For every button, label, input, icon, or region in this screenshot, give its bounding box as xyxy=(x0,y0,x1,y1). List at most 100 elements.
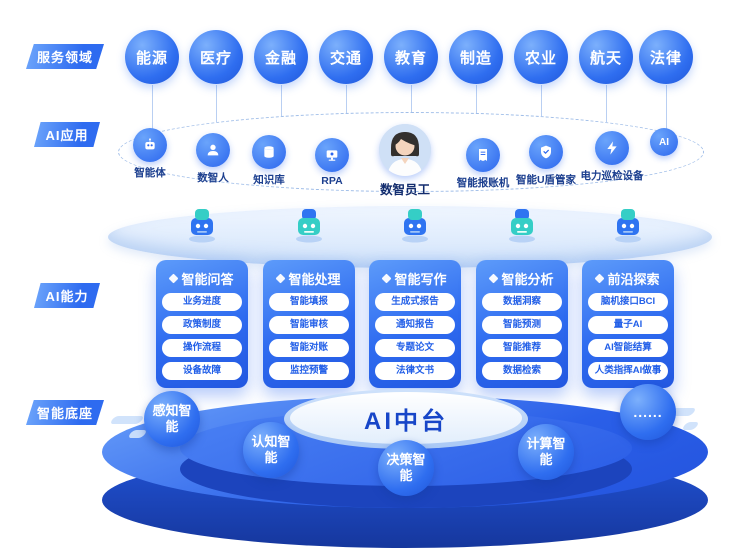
agent-icon xyxy=(133,128,167,162)
app-item-knowledge-base: 知识库 xyxy=(227,135,311,187)
diamond-icon xyxy=(169,273,179,284)
base-node-more: ...... xyxy=(620,384,676,440)
app-label: 智能报账机 xyxy=(456,177,510,189)
platform-edge-accent xyxy=(109,416,145,424)
service-domain-education: 教育 xyxy=(384,30,438,84)
capability-item: 智能对账 xyxy=(269,338,349,357)
capability-item: 量子AI xyxy=(588,315,668,334)
base-node-computing: 计算智能 xyxy=(518,424,574,480)
capability-3d-icon-frontier xyxy=(608,204,648,244)
connector-line xyxy=(411,85,412,112)
diamond-icon xyxy=(595,273,605,284)
capability-item: AI智能结算 xyxy=(588,338,668,357)
app-label: RPA xyxy=(321,175,343,187)
capability-card-title: 前沿探索 xyxy=(588,269,668,288)
app-label: 数智人 xyxy=(197,172,229,184)
connector-line xyxy=(541,85,542,116)
capability-item: 操作流程 xyxy=(162,338,242,357)
capability-item: 数据检索 xyxy=(482,361,562,380)
capability-card-title: 智能问答 xyxy=(162,269,242,288)
capability-item: 业务进度 xyxy=(162,293,242,311)
app-label: 智能体 xyxy=(134,167,166,179)
shield-icon xyxy=(529,135,563,169)
service-domain-manufacture: 制造 xyxy=(449,30,503,84)
rpa-icon xyxy=(315,138,349,172)
capability-item: 设备故障 xyxy=(162,361,242,380)
capability-title-text: 智能处理 xyxy=(288,272,341,287)
capability-3d-icon-process xyxy=(289,204,329,244)
service-domain-transport: 交通 xyxy=(319,30,373,84)
capability-card-frontier: 前沿探索 脑机接口BCI 量子AI AI智能结算 人类指挥AI做事 xyxy=(582,260,674,388)
capability-title-text: 智能写作 xyxy=(394,272,447,287)
connector-line xyxy=(281,85,282,116)
capability-3d-icon-qa xyxy=(182,204,222,244)
connector-line xyxy=(666,85,667,133)
label-intelligent-base: 智能底座 xyxy=(26,400,104,425)
app-item-power-inspection: 电力巡检设备 xyxy=(570,131,654,183)
label-ai-application: AI应用 xyxy=(34,122,100,147)
capability-card-qa: 智能问答 业务进度 政策制度 操作流程 设备故障 xyxy=(156,260,248,388)
capability-card-title: 智能写作 xyxy=(375,269,455,288)
capability-card-title: 智能分析 xyxy=(482,269,562,288)
app-item-agent: 智能体 xyxy=(108,128,192,180)
capability-item: 人类指挥AI做事 xyxy=(588,361,668,380)
platform-edge-accent xyxy=(681,422,700,430)
connector-line xyxy=(216,85,217,122)
capability-item: 智能填报 xyxy=(269,293,349,311)
application-orbit-ellipse xyxy=(118,112,704,192)
app-item-reimbursement: 智能报账机 xyxy=(441,138,525,190)
database-icon xyxy=(252,135,286,169)
capability-item: 数据洞察 xyxy=(482,293,562,311)
capability-card-analysis: 智能分析 数据洞察 智能预测 智能推荐 数据检索 xyxy=(476,260,568,388)
capability-item: 智能预测 xyxy=(482,315,562,334)
app-item-rpa: RPA xyxy=(290,138,374,187)
capability-card-writing: 智能写作 生成式报告 通知报告 专题论文 法律文书 xyxy=(369,260,461,388)
service-domain-law: 法律 xyxy=(639,30,693,84)
receipt-icon xyxy=(466,138,500,172)
service-domain-agriculture: 农业 xyxy=(514,30,568,84)
ai-middle-platform: AI中台 xyxy=(290,392,522,444)
connector-line xyxy=(346,85,347,113)
capability-item: 脑机接口BCI xyxy=(588,293,668,311)
capability-item: 智能审核 xyxy=(269,315,349,334)
capability-title-text: 智能问答 xyxy=(181,272,234,287)
capability-item: 专题论文 xyxy=(375,338,455,357)
app-label: 知识库 xyxy=(253,174,285,186)
capability-item: 政策制度 xyxy=(162,315,242,334)
diamond-icon xyxy=(276,273,286,284)
base-node-cognition: 认知智能 xyxy=(243,422,299,478)
service-domain-medical: 医疗 xyxy=(189,30,243,84)
capability-item: 监控预警 xyxy=(269,361,349,380)
capability-item: 智能推荐 xyxy=(482,338,562,357)
digital-human-icon xyxy=(196,133,230,167)
capability-item: 通知报告 xyxy=(375,315,455,334)
capability-item: 生成式报告 xyxy=(375,293,455,311)
app-item-digital-employee: 数智员工 xyxy=(363,124,447,198)
app-label: 电力巡检设备 xyxy=(580,170,644,182)
connector-line xyxy=(476,85,477,113)
diamond-icon xyxy=(382,273,392,284)
label-ai-capability: AI能力 xyxy=(34,283,100,308)
capability-item: 法律文书 xyxy=(375,361,455,380)
lightning-icon xyxy=(595,131,629,165)
service-domain-finance: 金融 xyxy=(254,30,308,84)
service-domain-energy: 能源 xyxy=(125,30,179,84)
app-label: 智能U盾管家 xyxy=(515,174,577,186)
app-label: 数智员工 xyxy=(379,183,430,197)
capability-card-title: 智能处理 xyxy=(269,269,349,288)
ai-icon: AI xyxy=(650,128,678,156)
capability-3d-icon-writing xyxy=(395,204,435,244)
connector-line xyxy=(606,85,607,122)
diamond-icon xyxy=(489,273,499,284)
base-node-perception: 感知智能 xyxy=(144,391,200,447)
base-node-decision: 决策智能 xyxy=(378,440,434,496)
capability-title-text: 智能分析 xyxy=(501,272,554,287)
connector-line xyxy=(152,85,153,133)
app-item-ushield: 智能U盾管家 xyxy=(504,135,588,187)
capability-title-text: 前沿探索 xyxy=(607,272,660,287)
service-domain-aerospace: 航天 xyxy=(579,30,633,84)
capability-card-processing: 智能处理 智能填报 智能审核 智能对账 监控预警 xyxy=(263,260,355,388)
capability-3d-icon-analysis xyxy=(502,204,542,244)
label-service-domain: 服务领域 xyxy=(26,44,104,69)
